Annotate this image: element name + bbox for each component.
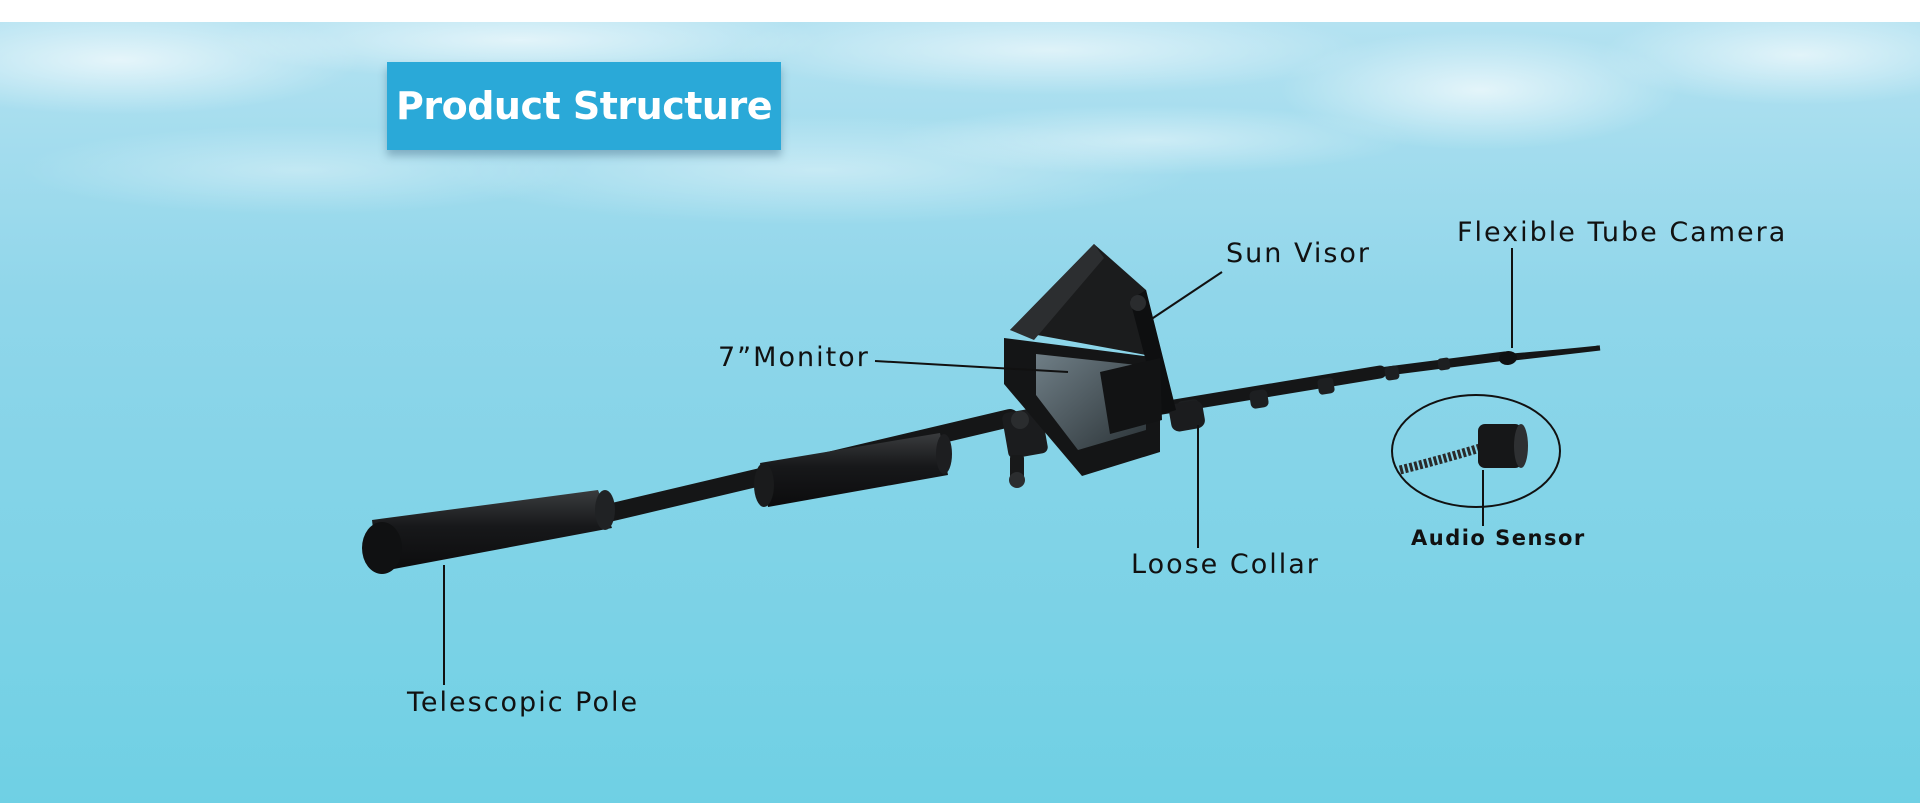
rear-grip <box>362 490 615 574</box>
title-banner: Product Structure <box>387 62 781 150</box>
label-sun-visor: Sun Visor <box>1226 238 1372 269</box>
leader-monitor <box>874 360 1069 373</box>
page-title: Product Structure <box>396 84 772 128</box>
label-flexible-tube-camera: Flexible Tube Camera <box>1457 217 1788 248</box>
middle-grip <box>754 433 952 507</box>
leader-sun-visor <box>1149 271 1223 321</box>
leader-lines <box>443 248 1513 685</box>
monitor-mount <box>1002 407 1048 488</box>
label-monitor: 7”Monitor <box>718 342 870 373</box>
loose-collar <box>1169 400 1205 432</box>
camera-head <box>1499 350 1517 366</box>
label-loose-collar: Loose Collar <box>1131 549 1320 580</box>
label-audio-sensor: Audio Sensor <box>1411 526 1586 550</box>
monitor-assembly <box>1004 244 1176 476</box>
label-telescopic-pole: Telescopic Pole <box>407 687 640 718</box>
audio-sensor-inset <box>1391 394 1561 508</box>
